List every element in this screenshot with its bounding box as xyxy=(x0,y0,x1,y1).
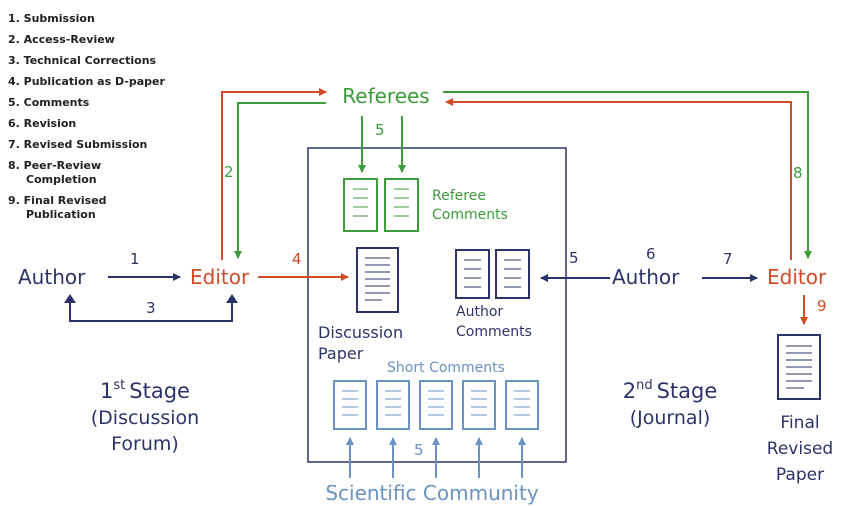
step-5-bottom-label: 5 xyxy=(414,441,424,459)
step-8-label: 8 xyxy=(793,164,803,182)
author-comments-label: Comments xyxy=(456,324,532,340)
short-comment-doc xyxy=(462,380,496,430)
legend-item: 2. Access-Review xyxy=(8,33,115,46)
step-2-label: 2 xyxy=(224,163,234,181)
author-left-label: Author xyxy=(18,265,86,289)
short-comment-doc xyxy=(376,380,410,430)
legend: 1. Submission 2. Access-Review 3. Techni… xyxy=(8,12,165,221)
second-stage-sub: (Journal) xyxy=(630,407,711,429)
step-5-top-label: 5 xyxy=(375,121,385,139)
short-comment-doc xyxy=(419,380,453,430)
editor-left-label: Editor xyxy=(190,265,250,289)
community-arrows xyxy=(346,437,526,478)
referee-comments-label: Referee xyxy=(432,188,486,204)
discussion-paper-doc xyxy=(356,247,399,313)
final-paper-label: Revised xyxy=(767,439,833,459)
short-comment-doc xyxy=(505,380,539,430)
short-comment-docs xyxy=(333,380,539,430)
final-paper-label: Final xyxy=(780,413,819,433)
referee-comment-doc xyxy=(384,178,419,232)
short-comments-label: Short Comments xyxy=(387,360,505,376)
scientific-community-label: Scientific Community xyxy=(325,481,538,505)
step-3-label: 3 xyxy=(146,299,156,317)
author-right-label: Author xyxy=(612,265,680,289)
referee-comments-label: Comments xyxy=(432,207,508,223)
discussion-paper-label: Discussion xyxy=(318,323,403,342)
step-4-label: 4 xyxy=(292,250,302,268)
arrowhead-to-author xyxy=(64,294,76,303)
legend-item: 6. Revision xyxy=(8,117,76,130)
referees-label: Referees xyxy=(342,84,429,108)
final-paper-label: Paper xyxy=(776,465,824,485)
arrowhead-to-editor xyxy=(226,294,238,303)
referee-comment-doc xyxy=(343,178,378,232)
step-9-label: 9 xyxy=(817,297,827,315)
author-comment-doc xyxy=(495,249,530,299)
arrow-editor-to-referees xyxy=(221,88,327,260)
legend-item: 9. Final Revised xyxy=(8,194,107,207)
step-1-label: 1 xyxy=(130,250,140,268)
editor-right-label: Editor xyxy=(767,265,827,289)
arrow-referees-to-editor-right xyxy=(443,91,812,259)
short-comment-doc xyxy=(333,380,367,430)
legend-item: 4. Publication as D-paper xyxy=(8,75,165,88)
step-6-label: 6 xyxy=(646,245,656,263)
legend-item: 8. Peer-Review xyxy=(8,159,101,172)
first-stage-sub: Forum) xyxy=(111,433,179,455)
final-paper-doc xyxy=(777,334,821,400)
arrow-editor-right-to-referees xyxy=(445,98,792,260)
legend-item: Publication xyxy=(26,208,96,221)
step-5-right-label: 5 xyxy=(569,249,579,267)
author-comment-doc xyxy=(455,249,490,299)
legend-item: 1. Submission xyxy=(8,12,95,25)
arrow-referees-to-editor xyxy=(234,102,326,259)
discussion-paper-label: Paper xyxy=(318,344,364,363)
legend-item: 5. Comments xyxy=(8,96,90,109)
legend-item: 3. Technical Corrections xyxy=(8,54,157,67)
first-stage-sub: (Discussion xyxy=(91,407,199,429)
legend-item: 7. Revised Submission xyxy=(8,138,147,151)
legend-item: Completion xyxy=(26,173,97,186)
arrow-editor-to-author xyxy=(69,298,233,322)
author-comments-label: Author xyxy=(456,304,503,320)
step-7-label: 7 xyxy=(723,250,733,268)
